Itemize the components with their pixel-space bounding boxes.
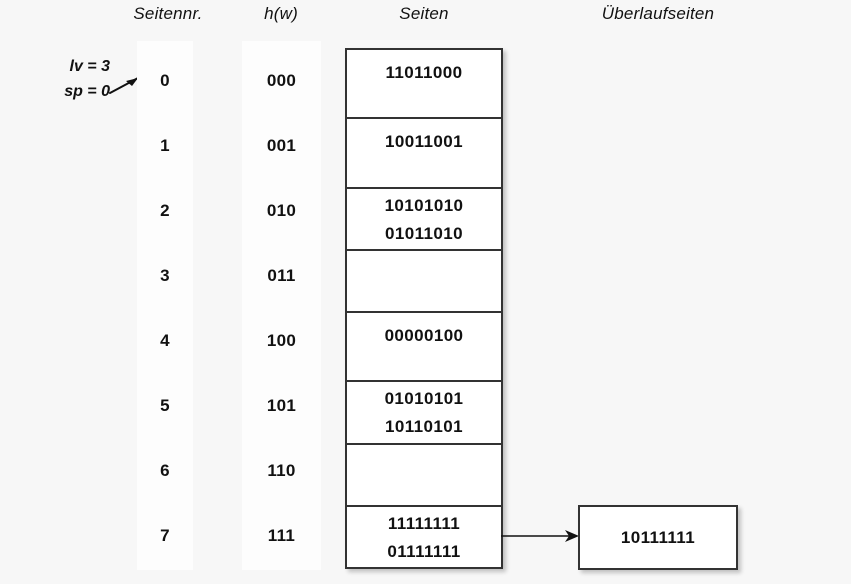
page-entry: 10110101 xyxy=(385,417,463,437)
column-header-ueberlaufseiten: Überlaufseiten xyxy=(601,4,715,23)
overflow-page-box: 10111111 xyxy=(578,505,738,570)
page-entry: 11011000 xyxy=(385,63,463,82)
seitennr-cell: 5 xyxy=(160,395,170,415)
parameter-annotation: lv = 3 sp = 0 xyxy=(44,54,110,104)
seitennr-cell: 0 xyxy=(160,70,170,90)
hw-cell: 100 xyxy=(266,330,297,350)
hw-cell: 111 xyxy=(267,525,296,545)
page-entry: 11111111 xyxy=(387,513,461,533)
page-row: 11011000 xyxy=(347,50,501,120)
page-row: 00000100 xyxy=(347,313,501,383)
param-sp: sp = 0 xyxy=(64,83,110,100)
hw-cell: 010 xyxy=(266,200,297,220)
seitennr-cell: 2 xyxy=(160,200,170,220)
page-entry: 01111111 xyxy=(387,541,461,561)
seitennr-cell: 3 xyxy=(160,265,170,285)
column-seitennr: 0 1 2 3 4 5 6 7 xyxy=(137,48,193,568)
column-header-seiten: Seiten xyxy=(399,4,449,23)
column-strip-hw xyxy=(242,41,321,570)
page-row: 11111111 01111111 xyxy=(347,506,501,567)
page-entry: 00000100 xyxy=(384,326,464,345)
page-row: 01010101 10110101 xyxy=(347,382,501,445)
page-row: 10011001 xyxy=(347,119,501,189)
column-strip-seitennr xyxy=(137,41,193,570)
column-hw: 000 001 010 011 100 101 110 111 xyxy=(242,48,321,568)
seitennr-cell: 1 xyxy=(160,135,170,155)
column-header-hw: h(w) xyxy=(264,4,298,23)
overflow-page-entry: 10111111 xyxy=(620,527,696,547)
param-lv: lv = 3 xyxy=(69,58,110,75)
split-pointer-arrow-icon xyxy=(109,77,139,94)
page-entry: 01010101 xyxy=(384,389,464,409)
page-row-empty xyxy=(347,250,501,313)
hw-cell: 001 xyxy=(266,135,297,155)
seitennr-cell: 6 xyxy=(160,460,170,480)
hw-cell: 011 xyxy=(267,265,296,285)
hw-cell: 101 xyxy=(266,395,297,415)
column-header-seitennr: Seitennr. xyxy=(133,4,203,23)
seitennr-cell: 7 xyxy=(160,525,170,545)
hw-cell: 000 xyxy=(266,70,297,90)
page-row-empty xyxy=(347,444,501,507)
pages-table: 11011000 10011001 10101010 01011010 0000… xyxy=(345,48,503,569)
seitennr-cell: 4 xyxy=(160,330,170,350)
page-entry: 01011010 xyxy=(385,223,463,243)
page-entry: 10011001 xyxy=(385,132,463,152)
hw-cell: 110 xyxy=(267,460,296,480)
overflow-connector-arrow-icon xyxy=(501,530,579,542)
page-row: 10101010 01011010 xyxy=(347,188,501,251)
page-entry: 10101010 xyxy=(384,195,464,215)
